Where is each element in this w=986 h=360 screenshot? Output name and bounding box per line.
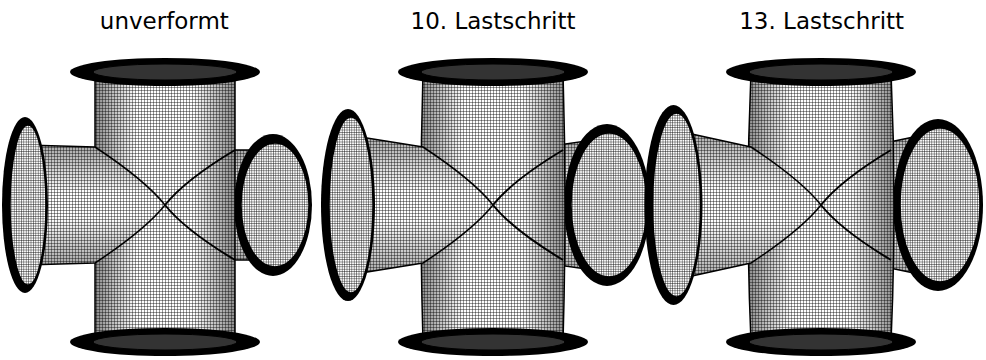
- flange-face: [329, 117, 373, 293]
- intersection-seam: [165, 150, 235, 260]
- intersection-seam: [821, 150, 891, 260]
- flange-rim: [234, 134, 312, 276]
- flange-rim: [398, 58, 588, 86]
- flange-rim: [398, 328, 588, 356]
- flange-rim: [70, 58, 260, 86]
- flange-face: [421, 334, 565, 350]
- flange-face: [900, 128, 980, 282]
- pipe-cross-mesh: [321, 58, 650, 356]
- flange-rim: [70, 328, 260, 356]
- flange-rim: [645, 105, 703, 305]
- flange-face: [749, 64, 893, 80]
- flange-face: [10, 125, 46, 285]
- title-row: unverformt10. Lastschritt13. Lastschritt: [0, 6, 986, 36]
- flange-rim: [726, 328, 916, 356]
- flange-face: [93, 334, 237, 350]
- flange-rim: [2, 117, 48, 293]
- flange-face: [749, 334, 893, 350]
- flange-face: [421, 64, 565, 80]
- intersection-seam: [493, 150, 563, 260]
- panel-title: unverformt: [0, 6, 329, 36]
- pipe-cross-mesh: [2, 58, 312, 356]
- flange-rim: [564, 124, 650, 286]
- flange-face: [571, 133, 647, 277]
- flange-rim: [321, 109, 375, 301]
- flange-rim: [726, 58, 916, 86]
- flange-face: [241, 143, 309, 267]
- pipe-cross-mesh: [645, 58, 984, 356]
- flange-face: [653, 113, 701, 297]
- flange-rim: [893, 119, 983, 291]
- flange-face: [93, 64, 237, 80]
- panel-title: 10. Lastschritt: [329, 6, 658, 36]
- panel-title: 13. Lastschritt: [657, 6, 986, 36]
